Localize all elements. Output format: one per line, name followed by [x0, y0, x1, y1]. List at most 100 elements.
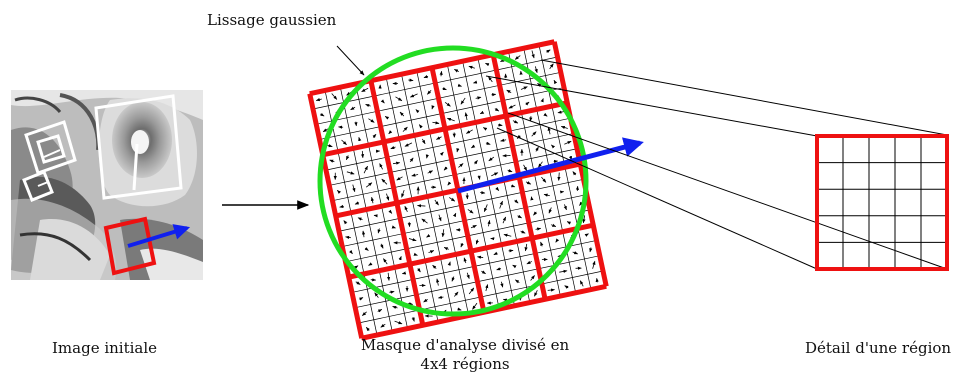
gradient-arrow — [560, 125, 568, 130]
gradient-arrow — [533, 211, 538, 216]
gradient-arrow — [503, 233, 512, 237]
gradient-arrow — [434, 199, 439, 206]
gradient-arrow — [322, 128, 329, 133]
gradient-arrow — [500, 281, 504, 288]
gradient-arrow — [432, 264, 437, 269]
gradient-arrow — [488, 76, 493, 83]
gradient-arrow — [472, 302, 478, 310]
smoothing-pointer — [336, 45, 365, 76]
gradient-arrow — [350, 106, 356, 111]
gradient-arrow — [373, 214, 378, 218]
gradient-arrow — [514, 199, 519, 204]
gradient-arrow — [388, 209, 393, 214]
gradient-arrow — [438, 214, 442, 222]
gradient-arrow — [481, 270, 486, 275]
gradient-arrow — [423, 75, 429, 79]
gradient-arrow — [355, 281, 361, 285]
smoothing-label: Lissage gaussien — [207, 11, 337, 29]
gradient-arrow — [457, 307, 462, 311]
gradient-arrow — [392, 161, 401, 165]
main-orientation-arrow — [457, 137, 644, 194]
gradient-arrow — [456, 148, 460, 153]
gradient-arrow — [480, 191, 486, 195]
gradient-arrow — [535, 146, 539, 152]
gradient-arrow — [487, 219, 491, 227]
gradient-arrow — [512, 264, 517, 269]
gradient-arrow — [337, 189, 341, 194]
gradient-arrow — [447, 261, 451, 266]
gradient-arrow — [417, 268, 421, 273]
gradient-arrow — [473, 80, 478, 84]
initial-image — [11, 90, 203, 280]
gradient-arrow — [485, 62, 490, 67]
gradient-arrow — [431, 105, 435, 110]
gradient-arrow — [475, 239, 479, 245]
keypoint-orientation-line — [132, 143, 139, 191]
gradient-arrow — [449, 197, 456, 202]
gradient-arrow — [543, 112, 548, 117]
gradient-arrow — [551, 144, 556, 149]
gradient-arrow — [572, 171, 577, 176]
gradient-arrow — [483, 204, 488, 213]
gradient-arrow — [436, 136, 442, 140]
gradient-arrow — [442, 87, 447, 91]
gradient-arrow — [349, 250, 353, 255]
mask-label-line2: 4x4 régions — [420, 355, 510, 373]
gradient-arrow — [486, 301, 493, 305]
gradient-arrow — [368, 262, 373, 266]
gradient-arrow — [388, 130, 393, 135]
gradient-arrow — [439, 151, 444, 156]
gradient-arrow — [421, 138, 426, 145]
gradient-arrow — [432, 121, 440, 125]
region-detail — [815, 134, 949, 271]
gradient-arrow — [345, 235, 351, 240]
gradient-arrow — [374, 292, 379, 298]
gradient-arrow — [331, 93, 338, 100]
gradient-arrow — [428, 250, 435, 254]
gradient-arrow — [365, 182, 373, 188]
gradient-arrow — [418, 124, 423, 129]
gradient-arrow — [541, 176, 547, 183]
gradient-arrow — [370, 278, 377, 282]
gradient-arrow — [463, 257, 467, 264]
region-border — [348, 222, 594, 280]
gradient-arrow — [329, 159, 335, 163]
main-orientation-arrow-small — [127, 224, 191, 248]
gradient-arrow — [541, 257, 548, 262]
gradient-arrow — [386, 193, 390, 201]
detail-region-box — [815, 134, 949, 271]
gradient-arrow — [446, 117, 455, 122]
gradient-arrow — [553, 159, 559, 163]
gradient-arrow — [452, 212, 457, 218]
projection-lines — [485, 59, 948, 270]
gradient-arrow — [564, 140, 572, 145]
gradient-arrow — [352, 184, 356, 193]
keypoint-box-medium — [24, 120, 77, 175]
gradient-arrow — [365, 104, 371, 108]
gradient-arrow — [451, 276, 455, 282]
gradient-arrow — [474, 160, 478, 165]
gradient-arrow — [564, 285, 569, 289]
gradient-arrow — [512, 120, 519, 124]
gradient-arrow — [380, 99, 385, 104]
gradient-arrow — [508, 249, 514, 253]
gradient-arrow — [477, 175, 481, 180]
gradient-arrow — [377, 228, 381, 234]
gradient-arrow — [491, 172, 499, 177]
gradient-arrow — [540, 98, 544, 103]
gradient-arrow — [399, 111, 405, 117]
gradient-arrow — [557, 110, 565, 114]
analysis-mask — [307, 39, 644, 341]
gradient-arrow — [362, 311, 367, 316]
gradient-arrow — [531, 131, 537, 137]
gradient-arrow — [465, 193, 469, 200]
gradient-arrow — [538, 161, 543, 168]
gradient-arrow — [543, 193, 550, 197]
region-border — [551, 41, 609, 287]
gradient-arrow — [520, 86, 528, 90]
gradient-arrow — [493, 251, 498, 256]
gradient-arrow — [393, 241, 401, 245]
gradient-arrow — [390, 146, 396, 150]
gradient-arrow — [502, 216, 507, 224]
gradient-arrow — [553, 79, 558, 85]
